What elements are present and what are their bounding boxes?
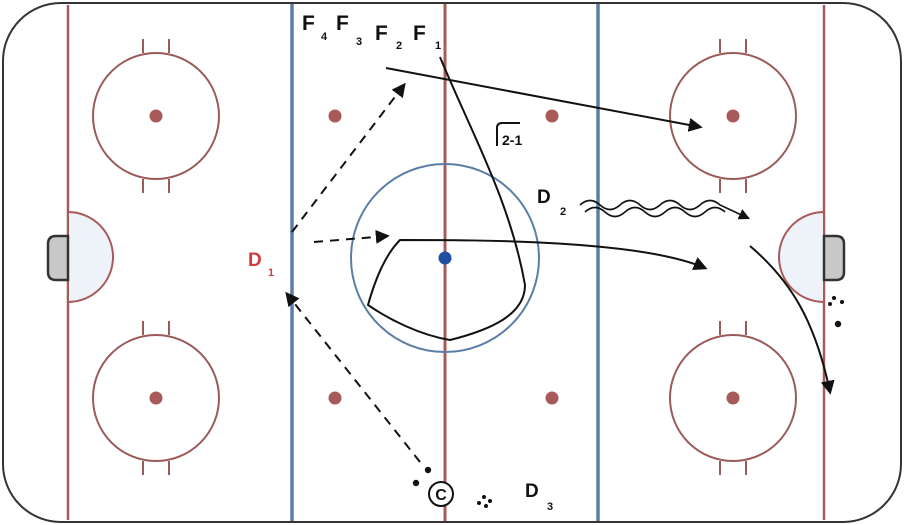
forward-3-number: 3 — [356, 36, 362, 48]
forward-4-number: 4 — [321, 31, 328, 43]
pucks-near-d3 — [477, 495, 492, 508]
forward-3-letter: F — [336, 12, 349, 35]
play-label-bracket — [496, 122, 520, 146]
pass-coach-to-d1 — [285, 291, 421, 463]
faceoff-circle-top-right — [669, 39, 797, 193]
neutral-dot-bottom-left — [328, 391, 342, 405]
skate-path-forward-loop — [366, 56, 708, 342]
faceoff-circle-bottom-right — [669, 321, 797, 475]
skate-path-d2-weave-b — [584, 206, 726, 218]
skate-path-d2-down — [749, 245, 835, 395]
pass-d1-to-center — [313, 229, 390, 244]
neutral-dot-top-left — [328, 109, 342, 123]
forward-4-letter: F — [302, 12, 315, 35]
defense-3-number: 3 — [547, 501, 553, 513]
goal-net-left — [46, 234, 70, 282]
defense-3-letter: D — [525, 481, 539, 502]
neutral-dot-top-right — [545, 109, 559, 123]
pucks-near-coach — [412, 466, 432, 487]
center-faceoff-dot — [438, 251, 452, 265]
defense-1-number: 1 — [268, 267, 274, 279]
coach-marker — [428, 481, 454, 507]
faceoff-circle-bottom-left — [92, 321, 220, 475]
play-label: 2-1 — [502, 132, 522, 148]
coach-label: C — [435, 487, 447, 504]
forward-2-letter: F — [375, 22, 388, 45]
pucks-near-right-net — [828, 296, 844, 328]
forward-1-letter: F — [413, 22, 426, 45]
defense-1-letter: D — [248, 250, 262, 271]
skate-path-d2-weave — [579, 199, 751, 220]
goal-crease-left — [67, 210, 114, 304]
forward-2-number: 2 — [396, 40, 402, 52]
defense-2-letter: D — [537, 187, 551, 208]
forward-1-number: 1 — [435, 40, 441, 52]
goal-crease-right — [778, 210, 825, 304]
goal-net-right — [822, 234, 846, 282]
center-circle — [350, 163, 540, 353]
neutral-dot-bottom-right — [545, 391, 559, 405]
skate-path-forward-rush — [385, 67, 703, 132]
defense-2-number: 2 — [560, 206, 566, 218]
faceoff-circle-top-left — [92, 39, 220, 193]
